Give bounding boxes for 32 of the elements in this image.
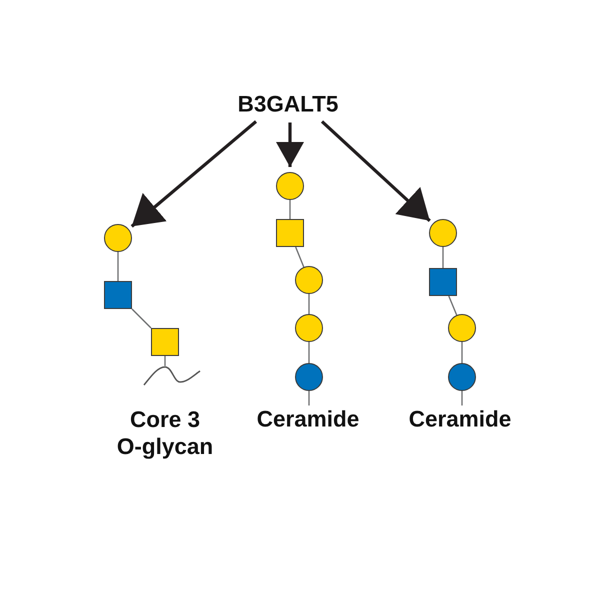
- monosaccharide-circle: [295, 314, 323, 342]
- linkage-line: [308, 391, 310, 406]
- arrow: [130, 120, 258, 228]
- monosaccharide-square: [429, 268, 457, 296]
- wavy-line: [143, 366, 201, 387]
- ceramide-label: Ceramide: [408, 406, 512, 432]
- linkage-line: [295, 246, 304, 268]
- monosaccharide-circle: [295, 266, 323, 294]
- monosaccharide-circle: [276, 172, 304, 200]
- monosaccharide-circle: [295, 363, 323, 391]
- arrow: [320, 120, 431, 222]
- glycan-type-label: Core 3 O-glycan: [116, 406, 214, 460]
- arrow: [276, 122, 304, 167]
- monosaccharide-circle: [104, 224, 132, 252]
- linkage-line: [461, 391, 463, 406]
- linkage-line: [461, 342, 463, 363]
- monosaccharide-square: [151, 328, 179, 356]
- ceramide-label: Ceramide: [256, 406, 360, 432]
- enzyme-label: B3GALT5: [238, 90, 338, 118]
- linkage-line: [308, 342, 310, 363]
- linkage-line: [132, 308, 152, 328]
- monosaccharide-circle: [448, 314, 476, 342]
- linkage-line: [164, 356, 166, 366]
- linkage-line: [442, 247, 444, 268]
- linkage-line: [289, 200, 291, 219]
- monosaccharide-square: [104, 281, 132, 309]
- monosaccharide-circle: [448, 363, 476, 391]
- linkage-line: [117, 252, 119, 281]
- linkage-line: [448, 296, 458, 316]
- linkage-line: [308, 294, 310, 314]
- monosaccharide-square: [276, 219, 304, 247]
- monosaccharide-circle: [429, 219, 457, 247]
